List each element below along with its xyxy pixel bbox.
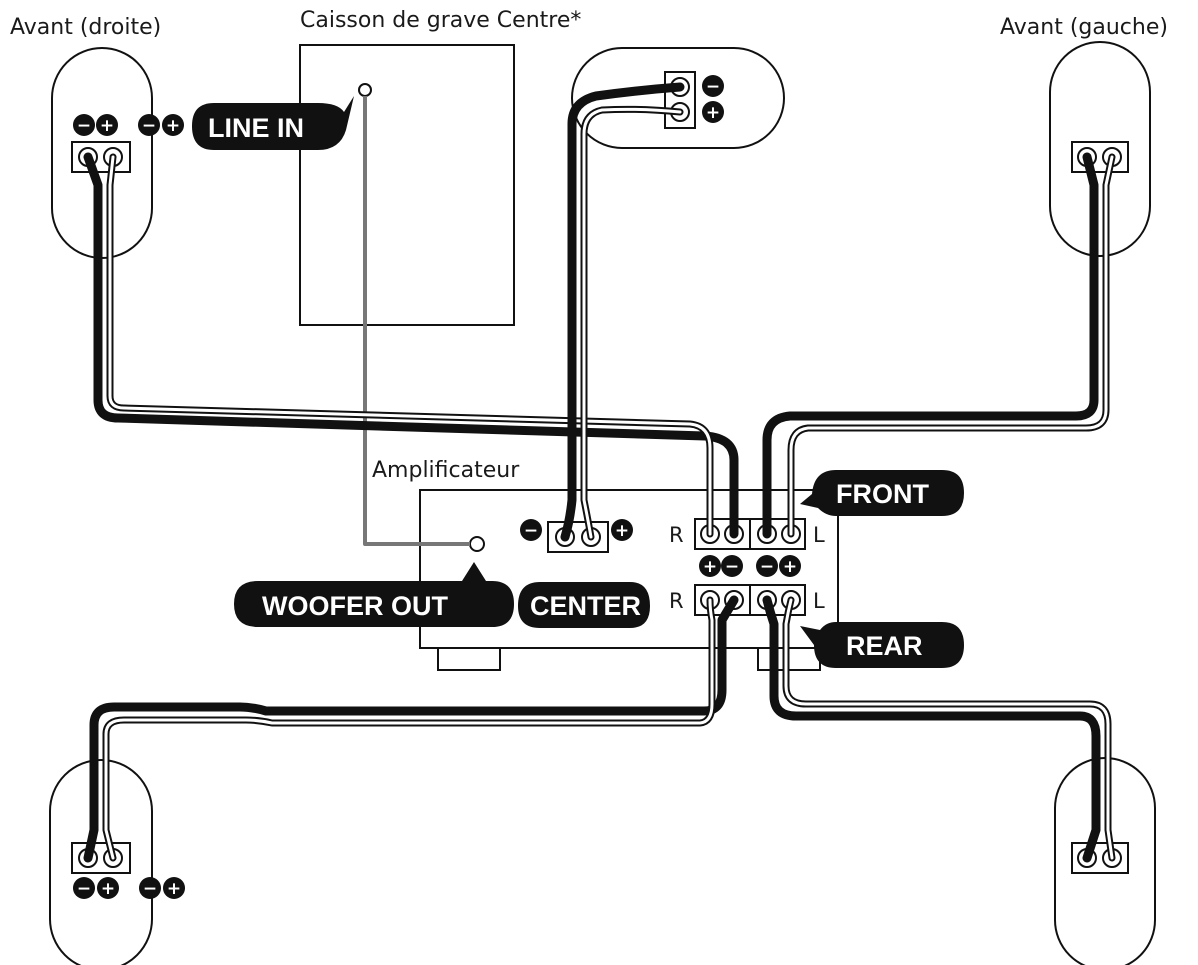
amplifier-foot-left <box>437 647 501 671</box>
polarity-plus-badge <box>163 877 185 899</box>
woofer-cable <box>363 96 470 546</box>
wire-front-left-negative <box>762 152 1099 539</box>
wire-center-negative <box>560 82 685 542</box>
polarity-plus-badge <box>702 101 724 123</box>
polarity-minus-sign: − <box>77 116 91 136</box>
callout-line-in-shape <box>192 96 354 150</box>
label-amplifier: Amplificateur <box>372 458 520 483</box>
polarity-minus-badge <box>520 519 542 541</box>
wire-front-right-positive <box>108 155 712 536</box>
label-amp-l-bottom: L <box>813 589 825 613</box>
polarity-rear-right-speaker: − + − + <box>73 877 185 899</box>
polarity-minus-badge <box>139 877 161 899</box>
polarity-plus-sign: + <box>167 879 181 899</box>
label-center: CENTER <box>530 591 641 621</box>
wire-center-positive <box>582 107 682 539</box>
polarity-minus-badge <box>73 114 95 136</box>
label-amp-r-bottom: R <box>669 589 684 613</box>
polarity-minus-sign: − <box>143 879 157 899</box>
callout-front: FRONT <box>800 470 964 516</box>
terminal-block-rear-right <box>71 842 131 874</box>
polarity-plus-sign: + <box>706 103 720 123</box>
polarity-plus-sign: + <box>100 116 114 136</box>
polarity-plus-sign: + <box>166 116 180 136</box>
label-amp-l-top: L <box>813 523 825 547</box>
polarity-plus-badge <box>611 519 633 541</box>
polarity-minus-sign: − <box>760 557 774 577</box>
polarity-plus-sign: + <box>615 521 629 541</box>
polarity-minus-badge <box>721 555 743 577</box>
polarity-minus-badge <box>73 877 95 899</box>
label-front-right: Avant (droite) <box>10 15 161 40</box>
label-amp-r-top: R <box>669 523 684 547</box>
callout-center: CENTER <box>518 582 650 628</box>
polarity-amp-front-rear: + − − + <box>699 555 801 577</box>
subwoofer-box <box>299 44 515 326</box>
callout-center-shape <box>518 582 650 628</box>
wire-rear-right-negative <box>83 595 739 863</box>
label-front: FRONT <box>836 479 929 509</box>
polarity-minus-badge <box>138 114 160 136</box>
polarity-plus-sign: + <box>101 879 115 899</box>
wire-rear-right-positive <box>104 598 714 860</box>
label-woofer-out: WOOFER OUT <box>262 591 448 621</box>
polarity-minus-sign: − <box>725 557 739 577</box>
callout-front-shape <box>800 470 964 516</box>
callout-rear: REAR <box>800 622 964 668</box>
callout-woofer-out-shape <box>234 562 514 627</box>
polarity-plus-badge <box>699 555 721 577</box>
polarity-amp-center: − + <box>520 519 633 541</box>
polarity-plus-badge <box>779 555 801 577</box>
polarity-minus-badge <box>702 75 724 97</box>
subwoofer-line-in-jack <box>358 83 372 97</box>
polarity-minus-badge <box>756 555 778 577</box>
terminal-amp-woofer-out <box>469 536 485 552</box>
polarity-plus-badge <box>162 114 184 136</box>
wire-rear-left-negative <box>762 595 1101 863</box>
callout-woofer-out: WOOFER OUT <box>234 562 514 627</box>
polarity-plus-sign: + <box>783 557 797 577</box>
callout-line-in: LINE IN <box>192 96 354 150</box>
wire-front-left-positive <box>789 155 1114 536</box>
polarity-plus-sign: + <box>703 557 717 577</box>
wire-front-right-negative <box>83 152 739 539</box>
polarity-minus-sign: − <box>77 879 91 899</box>
callout-rear-shape <box>800 622 964 668</box>
wire-rear-left-positive <box>784 598 1114 860</box>
polarity-front-right-speaker: − + − + <box>73 114 184 136</box>
polarity-plus-badge <box>96 114 118 136</box>
polarity-plus-badge <box>97 877 119 899</box>
polarity-minus-sign: − <box>706 77 720 97</box>
label-subwoofer-center: Caisson de grave Centre* <box>300 8 581 33</box>
polarity-minus-sign: − <box>142 116 156 136</box>
label-rear: REAR <box>846 631 923 661</box>
label-line-in: LINE IN <box>208 113 304 143</box>
wire-center-positive-outline <box>580 105 684 541</box>
polarity-minus-sign: − <box>524 521 538 541</box>
polarity-center-speaker: − + <box>702 75 724 123</box>
label-front-left: Avant (gauche) <box>1000 15 1168 40</box>
